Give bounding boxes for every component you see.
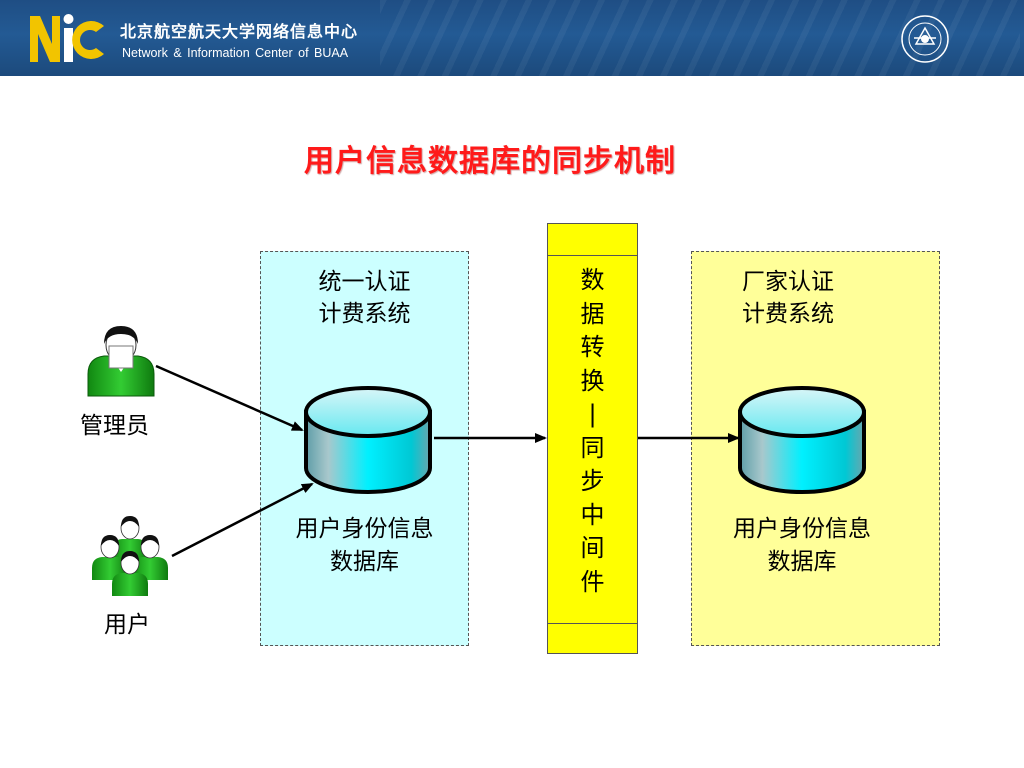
middleware-label-char: 转 xyxy=(580,333,605,361)
header-bar: 北京航空航天大学网络信息中心 Network & Information Cen… xyxy=(0,0,1024,76)
middleware-label-char: 间 xyxy=(580,534,605,562)
middleware-label-char: 据 xyxy=(580,299,605,328)
right-database-icon xyxy=(738,386,866,494)
users-group-icon xyxy=(92,516,168,596)
left-system-label: 统一认证 计费系统 xyxy=(318,269,411,327)
middleware-label: 数据转换 | 同步中间件 xyxy=(548,264,637,599)
slide-title: 用户信息数据库的同步机制 xyxy=(304,144,676,179)
right-db-label: 用户身份信息 数据库 xyxy=(733,516,871,575)
admin-label: 管理员 xyxy=(80,413,149,439)
admin-to-db-arrow xyxy=(155,364,304,432)
org-name-cn: 北京航空航天大学网络信息中心 xyxy=(120,22,359,41)
middleware-top-divider xyxy=(548,255,637,256)
right-system-label: 厂家认证 计费系统 xyxy=(742,269,834,327)
middleware-label-char: 同 xyxy=(580,433,605,462)
nic-logo xyxy=(30,14,104,62)
left-database-icon xyxy=(304,386,432,494)
middleware-label-char: 中 xyxy=(580,500,605,529)
middleware-bottom-divider xyxy=(548,623,637,624)
header-decoration xyxy=(380,0,1020,76)
users-label: 用户 xyxy=(104,612,150,638)
middleware-label-char: 换 xyxy=(580,366,605,395)
org-name-en: Network & Information Center of BUAA xyxy=(122,46,349,60)
data-sync-middleware-box: 数据转换 | 同步中间件 xyxy=(547,223,638,654)
middleware-label-char: | xyxy=(588,400,597,428)
left-db-label: 用户身份信息 数据库 xyxy=(295,516,434,575)
middleware-label-char: 步 xyxy=(580,467,605,495)
middleware-label-char: 数 xyxy=(580,266,605,294)
university-seal-icon xyxy=(901,15,949,63)
middleware-label-char: 件 xyxy=(580,567,605,596)
users-to-db-arrow xyxy=(171,482,314,558)
admin-person-icon xyxy=(87,326,155,397)
